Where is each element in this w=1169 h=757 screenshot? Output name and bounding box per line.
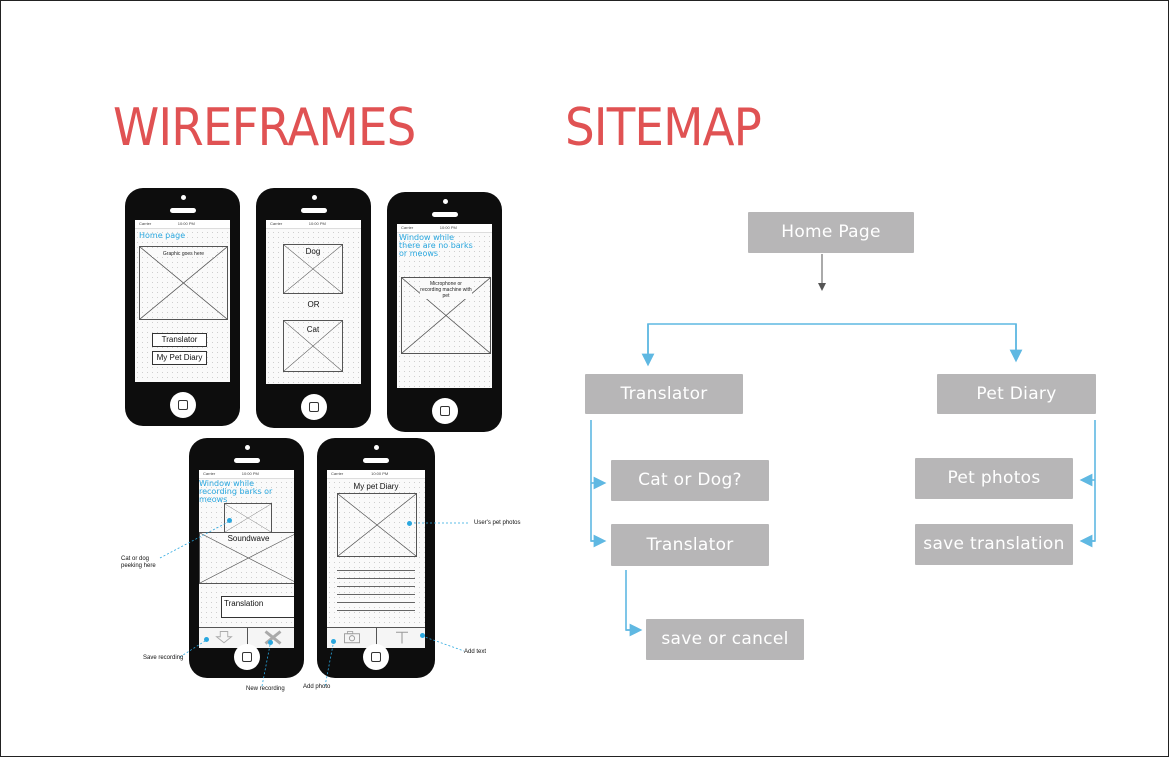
phone-recording: Carrier 10:00 PM Window while recording b… <box>189 438 304 678</box>
sitemap-save-translation: save translation <box>915 524 1073 565</box>
status-bar: Carrier 10:00 PM <box>397 224 492 233</box>
time-label: 10:00 PM <box>439 225 457 230</box>
camera-icon <box>244 445 250 450</box>
camera-icon <box>442 199 448 204</box>
dog-label: Dog <box>305 247 321 256</box>
save-recording-marker <box>204 637 209 642</box>
camera-icon <box>311 195 317 200</box>
graphic-placeholder: Graphic goes here <box>139 246 228 320</box>
phone-diary: Carrier 10:00 PM My pet Diary <box>317 438 435 678</box>
cross-icon <box>264 630 281 645</box>
speaker-icon <box>363 458 389 463</box>
diary-tabbar <box>327 627 425 648</box>
screen: Carrier 10:00 PM My pet Diary <box>327 470 425 648</box>
annotation-cat-peeking: Cat or dog peeking here <box>121 556 156 569</box>
annotation-save-recording: Save recording <box>143 655 184 661</box>
carrier-label: Carrier <box>401 225 414 230</box>
home-button[interactable] <box>300 394 327 420</box>
screen: Carrier 10:00 PM Dog OR Cat <box>266 220 361 384</box>
home-button[interactable] <box>431 398 458 424</box>
speaker-icon <box>431 212 458 217</box>
or-label: OR <box>307 300 320 309</box>
speaker-icon <box>169 208 196 213</box>
home-title: Home page <box>139 231 186 240</box>
status-bar: Carrier 10:00 PM <box>327 470 425 479</box>
annotation-new-recording: New recording <box>246 686 285 692</box>
time-label: 10:00 PM <box>308 221 326 226</box>
mic-label: Microphone or recording machine with pet <box>420 281 472 299</box>
screen: Carrier 10:00 PM Home page Graphic goes h… <box>135 220 230 382</box>
peek-marker <box>227 518 232 523</box>
users-photos-marker <box>407 521 412 526</box>
download-icon <box>215 631 233 644</box>
translation-box: Translation <box>221 596 294 618</box>
waiting-title: Window while there are no barks or meows <box>399 233 473 258</box>
wireframes-heading: WIREFRAMES <box>113 98 416 158</box>
speaker-icon <box>300 208 327 213</box>
add-text-marker <box>420 633 425 638</box>
carrier-label: Carrier <box>331 471 344 476</box>
phone-waiting: Carrier 10:00 PM Window while there are n… <box>387 192 502 432</box>
screen: Carrier 10:00 PM Window while there are n… <box>397 224 492 388</box>
time-label: 10:00 PM <box>241 471 259 476</box>
sitemap-pet-diary: Pet Diary <box>937 374 1096 414</box>
sitemap-save-or-cancel: save or cancel <box>646 619 804 660</box>
add-text-tab[interactable] <box>376 628 425 648</box>
diary-text-lines <box>337 570 415 618</box>
sitemap-translator: Translator <box>585 374 743 414</box>
save-recording-tab[interactable] <box>199 628 247 648</box>
diary-title: My pet Diary <box>353 482 399 491</box>
new-recording-marker <box>268 640 273 645</box>
my-pet-diary-button[interactable]: My Pet Diary <box>152 351 207 365</box>
status-bar: Carrier 10:00 PM <box>199 470 294 479</box>
pet-photo-placeholder <box>337 493 417 557</box>
mic-placeholder: Microphone or recording machine with pet <box>401 277 491 354</box>
new-recording-tab[interactable] <box>246 628 295 648</box>
time-label: 10:00 PM <box>177 221 195 226</box>
add-photo-marker <box>331 639 336 644</box>
time-label: 10:00 PM <box>371 471 389 476</box>
soundwave-label: Soundwave <box>220 534 277 543</box>
sitemap-cat-or-dog: Cat or Dog? <box>611 460 769 501</box>
graphic-label: Graphic goes here <box>152 251 215 257</box>
carrier-label: Carrier <box>139 221 152 226</box>
carrier-label: Carrier <box>270 221 283 226</box>
annotation-add-text: Add text <box>464 649 487 655</box>
sitemap-translator-sub: Translator <box>611 524 769 566</box>
phone-choice: Carrier 10:00 PM Dog OR Cat <box>256 188 371 428</box>
camera-icon <box>374 445 379 450</box>
sitemap-heading: SITEMAP <box>565 98 762 158</box>
cat-option[interactable]: Cat <box>283 320 343 372</box>
text-icon <box>396 631 408 644</box>
sitemap-pet-photos: Pet photos <box>915 458 1073 499</box>
carrier-label: Carrier <box>203 471 216 476</box>
status-bar: Carrier 10:00 PM <box>135 220 230 229</box>
dog-option[interactable]: Dog <box>283 244 343 294</box>
home-button[interactable] <box>233 644 260 670</box>
speaker-icon <box>233 458 260 463</box>
camera-icon <box>180 195 186 200</box>
phone-home: Carrier 10:00 PM Home page Graphic goes h… <box>125 188 240 426</box>
home-button[interactable] <box>363 644 389 670</box>
recording-title: Window while recording barks or meows <box>199 479 273 504</box>
sitemap-home-page: Home Page <box>748 212 914 253</box>
annotation-users-photos: User's pet photos <box>474 520 521 526</box>
camera-photo-icon <box>344 631 360 644</box>
status-bar: Carrier 10:00 PM <box>266 220 361 229</box>
soundwave-placeholder: Soundwave <box>199 532 294 584</box>
add-photo-tab[interactable] <box>327 628 376 648</box>
cat-label: Cat <box>306 325 320 334</box>
annotation-add-photo: Add photo <box>303 684 331 690</box>
screen: Carrier 10:00 PM Window while recording b… <box>199 470 294 648</box>
home-button[interactable] <box>169 392 196 418</box>
translator-button[interactable]: Translator <box>152 333 207 347</box>
